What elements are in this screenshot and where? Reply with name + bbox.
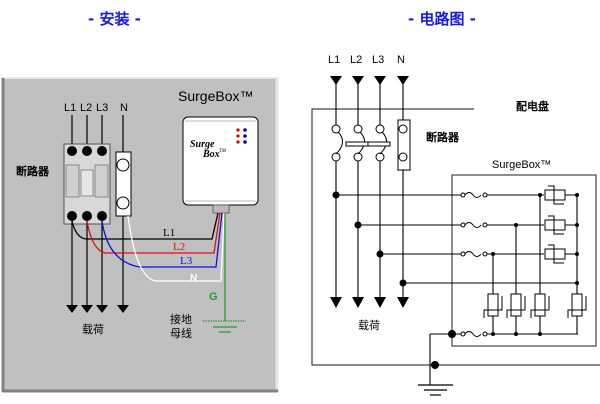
wire-label-n: N (190, 273, 197, 284)
circuit-phase-label-l1: L1 (328, 54, 340, 66)
load-label: 载荷 (82, 323, 104, 336)
surgebox-device: Surge Box TM (182, 116, 259, 214)
supply-arrows (330, 76, 409, 85)
product-label: SurgeBox™ (178, 88, 253, 104)
circuit-product-label: SurgeBox™ (492, 159, 551, 171)
ground-bus-symbol (203, 320, 246, 333)
incoming-wires (71, 115, 124, 152)
ground-bus-label-1: 接地 (170, 313, 192, 326)
installation-title: - 安装 - (88, 10, 141, 28)
status-leds (236, 128, 247, 144)
phase-label-l2: L2 (80, 102, 92, 114)
load-arrows (66, 305, 129, 313)
circuit-breaker-switches (331, 124, 391, 162)
breaker-device (63, 143, 111, 225)
tap-lines (336, 194, 578, 385)
wire-label-l2: L2 (173, 241, 185, 253)
horizontal-varistors (544, 185, 577, 264)
device-logo-box: Box (202, 149, 220, 160)
phase-label-l1: L1 (64, 102, 76, 114)
breaker-label: 断路器 (16, 164, 50, 178)
circuit-phase-lines (335, 82, 404, 297)
circuit-load-label: 载荷 (358, 319, 380, 332)
wire-l1 (71, 212, 219, 240)
phase-label-l3: L3 (96, 102, 108, 114)
device-logo-tm: TM (219, 149, 227, 154)
phase-label-n: N (120, 102, 128, 114)
circuit-load-arrows (330, 297, 409, 308)
surgebox-enclosure (451, 174, 597, 347)
circuit-phase-label-l2: L2 (350, 54, 362, 66)
circuit-phase-label-n: N (397, 54, 405, 66)
wire-n (127, 212, 225, 282)
wire-label-l3: L3 (180, 255, 193, 267)
circuit-earth-symbol (418, 384, 453, 396)
fuses (460, 192, 488, 337)
wire-label-g: G (209, 291, 218, 303)
wire-l2 (86, 212, 221, 254)
ground-bus-label-2: 母线 (170, 326, 192, 340)
wire-label-l1: L1 (163, 227, 175, 239)
circuit-title: - 电路图 - (408, 10, 476, 28)
wire-l3 (101, 212, 223, 268)
surge-wires (71, 212, 226, 321)
circuit-breaker-label: 断路器 (426, 130, 460, 144)
junction-dots (332, 191, 456, 369)
surgebox-internal-wiring (487, 194, 578, 335)
circuit-neutral-link (397, 119, 411, 171)
device-logo-surge: Surge (190, 139, 215, 150)
vertical-varistors (483, 293, 587, 318)
panel-label: 配电盘 (516, 99, 549, 113)
distribution-panel-frame (311, 108, 600, 366)
neutral-link (115, 151, 132, 217)
circuit-phase-label-l3: L3 (372, 54, 384, 66)
surgebox-junction-dots (491, 193, 579, 336)
